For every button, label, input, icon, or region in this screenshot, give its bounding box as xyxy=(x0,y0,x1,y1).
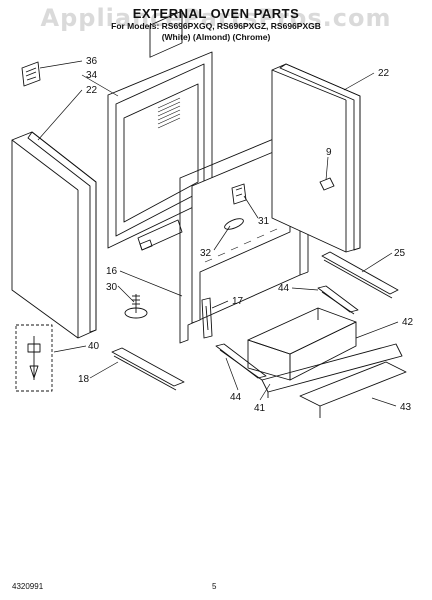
callout-17: 17 xyxy=(232,296,244,307)
callout-41: 41 xyxy=(254,403,266,414)
callout-44-lower: 44 xyxy=(230,392,242,403)
callout-16: 16 xyxy=(106,266,118,277)
watermark: AppliancePartsPros.com xyxy=(40,4,392,32)
part-25-trim-strip xyxy=(321,251,399,299)
color-variants: (White) (Almond) (Chrome) xyxy=(161,32,271,42)
part-32-cover xyxy=(224,218,244,230)
part-17-bracket xyxy=(201,297,213,339)
diagram-title: EXTERNAL OVEN PARTS xyxy=(132,6,300,21)
callout-34: 34 xyxy=(86,70,98,81)
callout-32: 32 xyxy=(200,248,212,259)
part-43-bottom-trim xyxy=(299,361,407,418)
part-40-anti-tip-kit xyxy=(15,324,53,392)
callout-25: 25 xyxy=(394,248,406,259)
part-36-label xyxy=(21,61,41,87)
part-22-left-side-panel xyxy=(11,131,97,339)
callout-22-right: 22 xyxy=(378,68,390,79)
callout-40: 40 xyxy=(88,341,100,352)
model-numbers: For Models: RS696PXGQ, RS696PXGZ, RS696P… xyxy=(111,21,321,31)
callout-22-left: 22 xyxy=(86,85,98,96)
callout-9: 9 xyxy=(326,147,332,158)
callout-44-upper: 44 xyxy=(278,283,290,294)
callout-42: 42 xyxy=(402,317,414,328)
part-41-drawer-box xyxy=(247,307,357,381)
part-31-latch xyxy=(231,183,247,205)
part-22-right-side-panel xyxy=(271,63,361,253)
callout-30: 30 xyxy=(106,282,118,293)
part-44-slide-rail-lower xyxy=(215,343,267,381)
callout-43: 43 xyxy=(400,402,412,413)
leader-lines xyxy=(37,60,399,407)
callout-31: 31 xyxy=(258,216,270,227)
callout-36: 36 xyxy=(86,56,98,67)
part-18-rail xyxy=(111,347,185,391)
part-30-leveling-leg xyxy=(124,294,148,319)
page-number: 5 xyxy=(212,582,217,591)
part-44-slide-rail-upper xyxy=(317,285,359,315)
part-9-bracket xyxy=(319,177,335,191)
document-number: 4320991 xyxy=(12,582,44,591)
part-42-drawer-front xyxy=(261,343,403,398)
callout-18: 18 xyxy=(78,374,90,385)
